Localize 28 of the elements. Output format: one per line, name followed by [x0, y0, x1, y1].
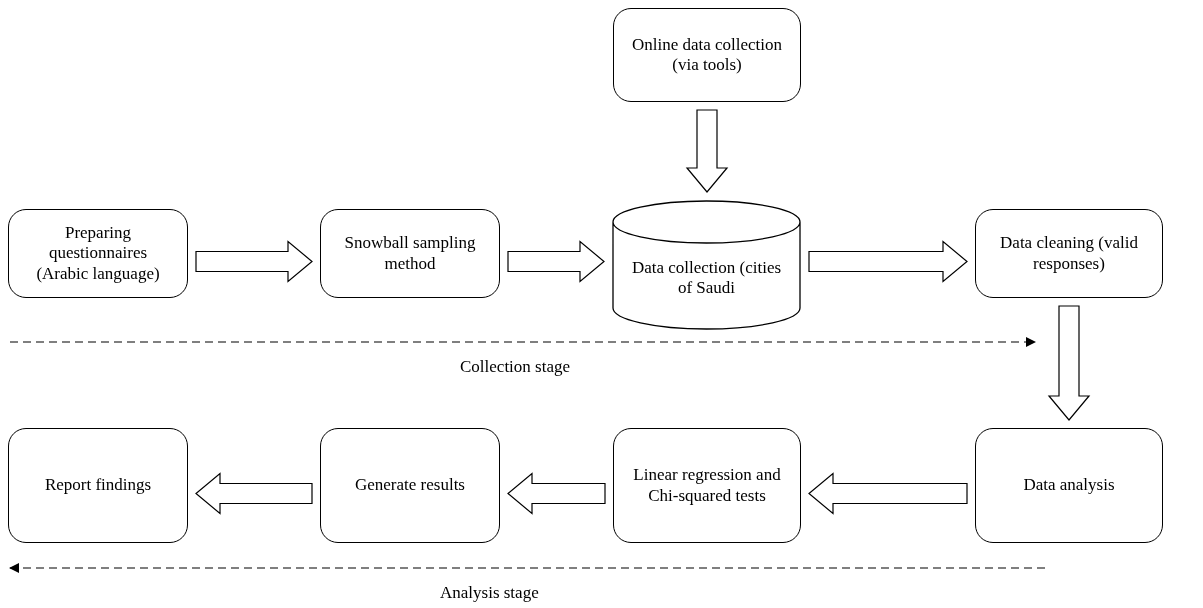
process-box: [975, 209, 1163, 298]
process-box: [320, 428, 500, 543]
process-box: [613, 428, 801, 543]
node-label: Linear regression and Chi-squared tests: [632, 465, 782, 506]
process-box: [975, 428, 1163, 543]
stage-label: Analysis stage: [440, 583, 539, 603]
block-arrow: [808, 240, 968, 283]
database-cylinder: [612, 200, 801, 330]
block-arrow: [685, 109, 729, 193]
node-label: Data collection (cities of Saudi: [630, 257, 783, 299]
node-label: Online data collection (via tools): [630, 34, 784, 76]
process-box: [8, 428, 188, 543]
block-arrow: [195, 472, 313, 515]
block-arrow: [195, 240, 313, 283]
block-arrow: [1047, 305, 1091, 421]
node-label: Preparing questionnaires (Arabic language): [35, 222, 161, 285]
node-label: Generate results: [355, 475, 465, 496]
node-label: Data cleaning (valid responses): [999, 233, 1139, 274]
block-arrow: [507, 472, 606, 515]
block-arrow: [507, 240, 605, 283]
node-label: Report findings: [44, 475, 152, 496]
process-box: [613, 8, 801, 102]
block-arrow: [808, 472, 968, 515]
node-label: Data analysis: [1023, 475, 1115, 496]
node-label: Snowball sampling method: [343, 233, 477, 274]
stage-label: Collection stage: [460, 357, 570, 377]
process-box: [320, 209, 500, 298]
process-box: [8, 209, 188, 298]
